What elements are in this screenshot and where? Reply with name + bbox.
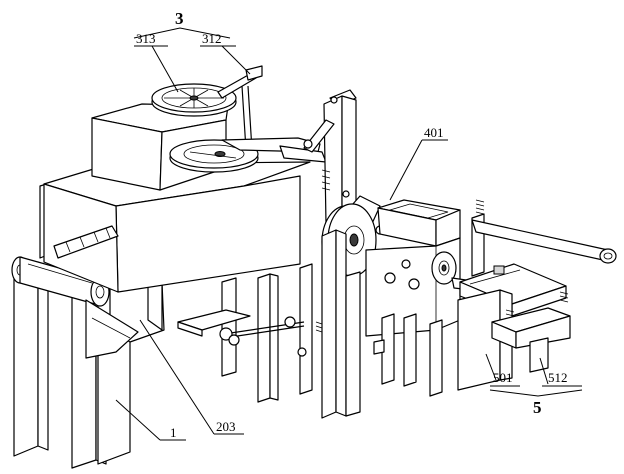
label-part-203: 203 xyxy=(216,419,236,434)
link-arm-312 xyxy=(217,65,327,163)
assembly-5 xyxy=(457,199,617,391)
support-columns xyxy=(221,263,313,403)
label-part-312: 312 xyxy=(202,31,222,46)
disc-313 xyxy=(151,83,237,117)
callout-labels: 3 313 312 401 501 512 5 1 203 xyxy=(136,9,568,440)
right-legs xyxy=(321,229,443,419)
leader-lines xyxy=(115,27,583,441)
label-part-1: 1 xyxy=(170,425,177,440)
lower-linkage xyxy=(177,309,385,357)
label-assembly-3: 3 xyxy=(175,9,184,28)
label-part-501: 501 xyxy=(493,370,513,385)
label-part-401: 401 xyxy=(424,125,444,140)
cam-disc xyxy=(169,139,259,173)
label-assembly-5: 5 xyxy=(533,398,542,417)
label-part-512: 512 xyxy=(548,370,568,385)
lever-arm xyxy=(303,89,357,225)
label-part-313: 313 xyxy=(136,31,156,46)
